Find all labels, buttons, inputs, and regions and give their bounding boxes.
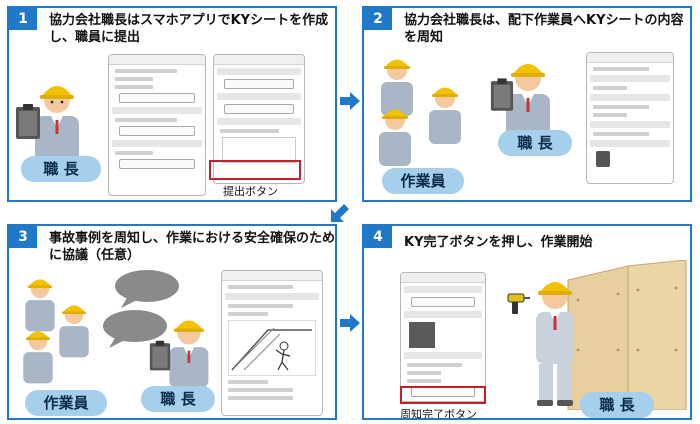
helmet-worker-icon: [429, 87, 461, 144]
app-screen-submit: [213, 54, 305, 184]
drill-icon: [507, 293, 530, 314]
step-number: 3: [9, 226, 37, 248]
role-label-workers: 作業員: [25, 390, 107, 416]
clipboard-icon: [490, 78, 514, 111]
step-title: 協力会社職長は、配下作業員へKYシートの内容を周知: [404, 13, 684, 45]
step-title: 事故事例を周知し、作業における安全確保のために協議（任意）: [49, 231, 336, 263]
step-2-panel: 2 協力会社職長は、配下作業員へKYシートの内容を周知 作業員 職 長: [362, 6, 692, 202]
role-label-workers: 作業員: [382, 168, 464, 194]
app-screen-accident-case: [221, 270, 323, 416]
role-label-leader: 職 長: [141, 386, 215, 412]
step-number: 2: [364, 8, 392, 30]
helmet-worker-icon: [25, 279, 55, 332]
role-label-leader: 職 長: [21, 156, 101, 182]
complete-button-highlight[interactable]: [400, 386, 486, 404]
step-3-panel: 3 事故事例を周知し、作業における安全確保のために協議（任意） 作業員: [7, 224, 337, 420]
app-screen-ky-sheet: [586, 52, 674, 184]
clipboard-icon: [596, 151, 610, 167]
role-label-leader: 職 長: [580, 392, 654, 418]
role-label-leader: 職 長: [498, 130, 572, 156]
arrow-right-icon: [340, 92, 360, 110]
wall-panel-illustration: [567, 260, 687, 410]
helmet-worker-icon: [381, 59, 413, 116]
clipboard-icon: [149, 340, 171, 371]
helmet-worker-icon: [379, 109, 411, 166]
speech-bubble-icon: [103, 310, 167, 348]
photo-thumbnail: [409, 322, 435, 348]
arrow-down-left-icon: [331, 204, 349, 222]
helmet-worker-icon: [169, 320, 209, 388]
speech-bubble-icon: [115, 270, 179, 308]
step-number: 1: [9, 8, 37, 30]
step-number: 4: [364, 226, 392, 248]
helmet-worker-icon: [536, 282, 574, 406]
arrow-right-icon: [340, 314, 360, 332]
step-1-panel: 1 協力会社職長はスマホアプリでKYシートを作成し、職員に提出 職 長: [7, 6, 337, 202]
complete-button-caption: 周知完了ボタン: [400, 408, 477, 420]
helmet-worker-icon: [506, 64, 550, 140]
submit-button-highlight[interactable]: [209, 160, 301, 180]
app-screen-ky-complete: [400, 272, 486, 402]
app-screen-ky-form: [108, 54, 206, 196]
accident-illustration: [228, 320, 316, 376]
helmet-worker-icon: [23, 331, 53, 384]
step-title: 協力会社職長はスマホアプリでKYシートを作成し、職員に提出: [49, 13, 329, 45]
helmet-worker-icon: [59, 305, 89, 358]
step-title: KY完了ボタンを押し、作業開始: [404, 235, 593, 250]
step-4-panel: 4 KY完了ボタンを押し、作業開始 周知完了ボタン: [362, 224, 692, 420]
helmet-worker-icon: [35, 86, 79, 162]
submit-button-caption: 提出ボタン: [223, 185, 278, 198]
clipboard-icon: [16, 104, 40, 139]
